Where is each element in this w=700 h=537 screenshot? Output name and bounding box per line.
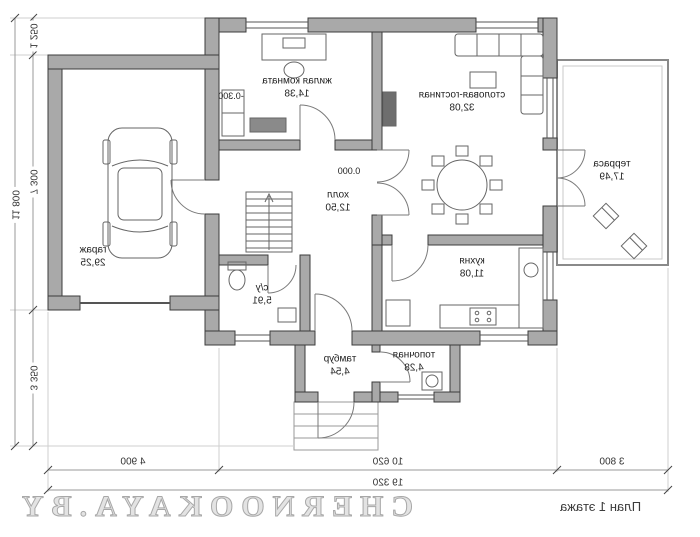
windows <box>80 21 554 400</box>
level-mark-hall: 0.000 <box>337 166 361 176</box>
room-label-living-room: жилая комната 14,38 <box>262 76 332 101</box>
room-area: 4,54 <box>330 366 350 377</box>
room-name: терраса <box>593 158 631 170</box>
dim-left-segment-1: 1 250 <box>27 20 39 52</box>
furniture <box>102 33 648 391</box>
terrace-outline <box>556 59 669 266</box>
room-name: жилая комната <box>262 75 332 87</box>
room-label-bathroom: с/у 5,91 <box>252 283 271 308</box>
room-area: 11,08 <box>459 268 485 279</box>
watermark: CHERNOOKAYA.BY <box>14 490 414 524</box>
dim-bottom-segment-1: 4 900 <box>117 456 149 468</box>
room-label-boiler-room: топочная 4,28 <box>393 350 436 375</box>
porch-steps <box>293 401 379 451</box>
room-name: столовая-гостиная <box>418 89 506 101</box>
dim-left-segment-2: 7 300 <box>27 166 39 198</box>
room-label-vestibule: тамбур 4,54 <box>324 354 357 379</box>
level-mark-garage: -0.300 <box>218 91 244 101</box>
dimension-lines <box>10 13 673 495</box>
room-name: топочная <box>392 349 436 361</box>
room-area: 5,91 <box>252 295 272 306</box>
room-name: холл <box>327 189 349 201</box>
walls <box>47 17 558 403</box>
dim-bottom-segment-3: 3 800 <box>596 456 628 468</box>
room-label-terrace: терраса 17,49 <box>593 159 630 184</box>
room-name: тамбур <box>323 353 357 365</box>
plan-title: План 1 этажа <box>560 499 642 514</box>
dim-left-segment-3: 3 350 <box>27 362 39 394</box>
room-area: 32,08 <box>449 102 475 113</box>
room-area: 12,50 <box>325 202 351 213</box>
room-name: с/у <box>255 282 269 294</box>
dim-bottom-segment-2: 10 620 <box>369 456 407 468</box>
car-icon <box>107 127 173 259</box>
room-label-dining-living: столовая-гостиная 32,08 <box>419 90 505 115</box>
room-area: 17,49 <box>599 171 625 182</box>
room-area: 29,25 <box>80 257 106 268</box>
room-area: 4,28 <box>404 362 424 373</box>
room-area: 14,38 <box>284 88 310 99</box>
room-name: кухня <box>459 255 485 267</box>
room-label-hall: холл 12,50 <box>325 190 350 215</box>
dim-bottom-total: 19 320 <box>369 477 407 489</box>
room-name: гараж <box>79 244 107 256</box>
stairs <box>245 191 293 253</box>
room-label-garage: гараж 29,25 <box>80 245 107 270</box>
room-label-kitchen: кухня 11,08 <box>459 256 484 281</box>
dim-left-total: 11 800 <box>9 187 21 223</box>
